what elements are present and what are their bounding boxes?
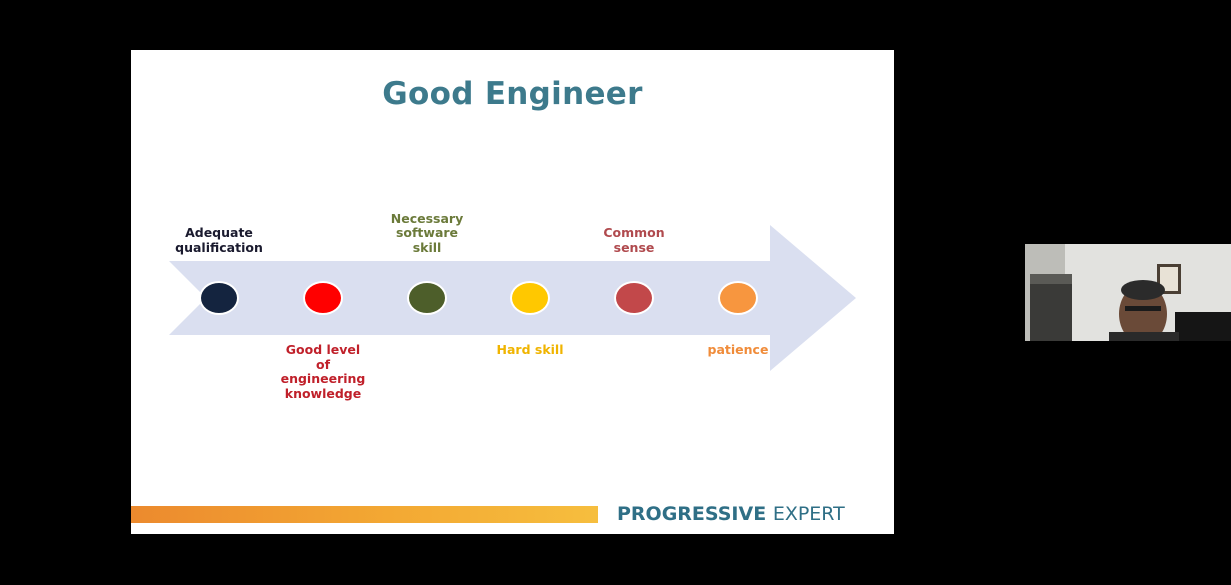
- timeline-node: [718, 281, 758, 315]
- timeline-label: Common sense: [603, 225, 665, 255]
- timeline-node: [303, 281, 343, 315]
- timeline-node: [614, 281, 654, 315]
- timeline-node: [407, 281, 447, 315]
- timeline-label: Necessary software skill: [390, 210, 464, 255]
- timeline-node: [199, 281, 239, 315]
- brand-part-1: PROGRESSIVE: [617, 503, 767, 525]
- brand-part-2: EXPERT: [772, 503, 845, 525]
- timeline-node: [510, 281, 550, 315]
- timeline-label: patience: [707, 342, 769, 357]
- timeline-label: Good level of engineering knowledge: [280, 342, 366, 401]
- timeline-label: Adequate qualification: [175, 225, 263, 255]
- slide-title: Good Engineer: [382, 76, 643, 112]
- person-video-icon: [1025, 244, 1231, 341]
- webcam-thumbnail[interactable]: [1025, 244, 1231, 341]
- footer-gradient-bar: [131, 506, 598, 523]
- timeline-label: Hard skill: [496, 342, 564, 357]
- brand-logo: PROGRESSIVE EXPERT: [617, 503, 845, 525]
